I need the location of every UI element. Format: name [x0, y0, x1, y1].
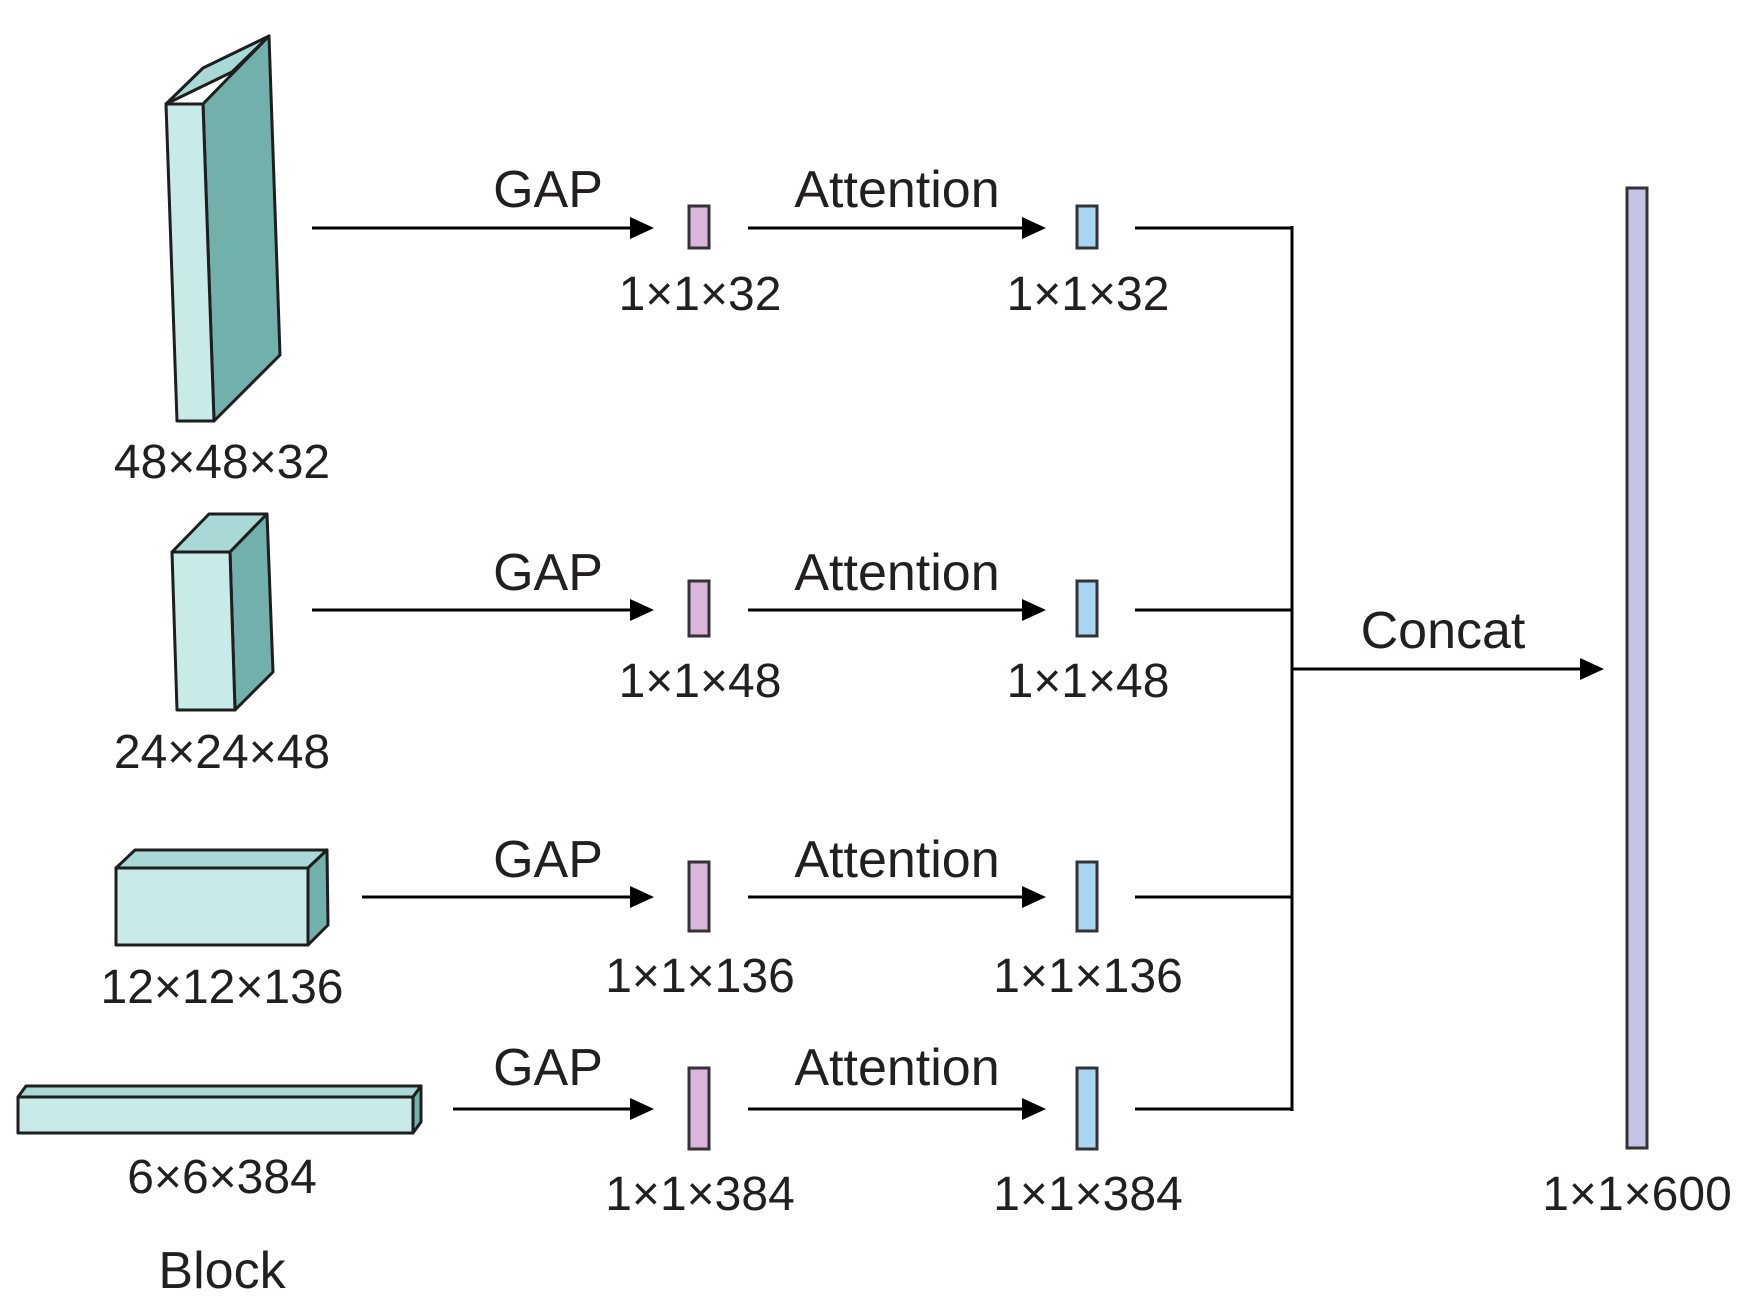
attention-arrow-2-head [1022, 599, 1046, 621]
gap-dims-2: 1×1×48 [619, 655, 782, 708]
feature-block-3-side [306, 848, 330, 947]
block-caption: Block [158, 1242, 286, 1300]
attention-dims-3: 1×1×136 [993, 950, 1183, 1003]
attention-label-2: Attention [794, 544, 999, 602]
attention-arrow-3-head [1022, 886, 1046, 908]
attention-label-4: Attention [794, 1039, 999, 1097]
concat-label: Concat [1361, 602, 1526, 660]
gap-vector-3 [687, 860, 711, 933]
feature-block-3-dims: 12×12×136 [101, 961, 344, 1014]
attention-vector-1 [1075, 204, 1099, 250]
gap-dims-1: 1×1×32 [619, 268, 782, 321]
gap-label-1: GAP [493, 161, 603, 219]
attention-vector-3 [1075, 860, 1099, 933]
feature-block-1-side [201, 34, 282, 423]
feature-block-2-dims: 24×24×48 [114, 726, 330, 779]
attention-vector-2 [1075, 579, 1099, 638]
feature-block-3 [114, 848, 330, 947]
feature-block-3-front [114, 866, 310, 947]
feature-block-4 [16, 1084, 423, 1135]
gap-label-2: GAP [493, 544, 603, 602]
gap-arrow-2-head [630, 599, 654, 621]
attention-label-3: Attention [794, 831, 999, 889]
row-3: GAP 1×1×136 Attention 1×1×136 [362, 831, 1292, 1003]
row-1: GAP 1×1×32 Attention 1×1×32 [312, 161, 1292, 321]
gap-dims-4: 1×1×384 [605, 1168, 795, 1221]
feature-block-2-side [228, 512, 275, 712]
gap-label-4: GAP [493, 1039, 603, 1097]
gap-vector-4 [687, 1066, 711, 1151]
concat-arrow-head [1580, 658, 1604, 680]
feature-block-2-front [170, 550, 237, 712]
attention-dims-4: 1×1×384 [993, 1168, 1183, 1221]
gap-vector-1 [687, 204, 711, 250]
gap-arrow-4-head [630, 1098, 654, 1120]
attention-arrow-1-head [1022, 217, 1046, 239]
attention-dims-1: 1×1×32 [1007, 268, 1170, 321]
gap-vector-2 [687, 579, 711, 638]
attention-arrow-4-head [1022, 1098, 1046, 1120]
attention-vector-4 [1075, 1066, 1099, 1151]
feature-block-4-front [16, 1095, 415, 1135]
row-2: GAP 1×1×48 Attention 1×1×48 [312, 544, 1292, 708]
gap-arrow-3-head [630, 886, 654, 908]
feature-block-3-top [114, 848, 329, 870]
gap-label-3: GAP [493, 831, 603, 889]
attention-dims-2: 1×1×48 [1007, 655, 1170, 708]
feature-block-2 [170, 512, 275, 712]
feature-block-4-top [16, 1084, 423, 1099]
feature-block-1-dims: 48×48×32 [114, 436, 330, 489]
gap-arrow-1-head [630, 217, 654, 239]
output-dims: 1×1×600 [1542, 1168, 1732, 1221]
output-vector [1625, 186, 1649, 1150]
feature-block-4-dims: 6×6×384 [127, 1151, 317, 1204]
gap-dims-3: 1×1×136 [605, 950, 795, 1003]
feature-block-1 [164, 34, 282, 423]
feature-block-1-front [164, 102, 216, 423]
row-4: GAP 1×1×384 Attention 1×1×384 [453, 1039, 1292, 1221]
attention-label-1: Attention [794, 161, 999, 219]
